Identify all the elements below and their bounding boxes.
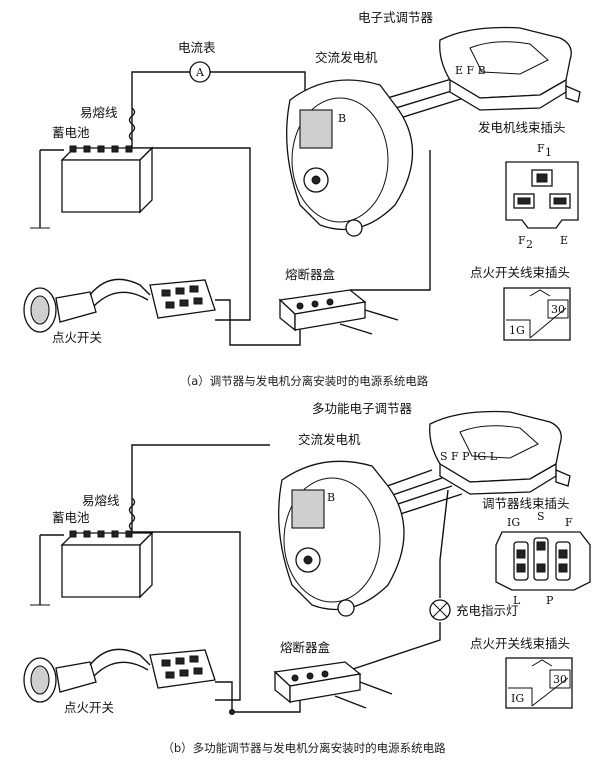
alternator-b: 交流发电机 B [278, 432, 405, 617]
ignition-pin-ig-b: IG [511, 692, 524, 705]
fusible-link-label: 易熔线 [80, 105, 118, 120]
regulator-terminal-labels: E F B [455, 64, 486, 77]
battery-a: 蓄电池 [52, 125, 154, 214]
pin-f2-sub: 2 [526, 238, 533, 251]
caption-b: （b）多功能调节器与发电机分离安装时的电源系统电路 [162, 741, 446, 755]
regulator-connector-label: 调节器线束插头 [482, 496, 570, 511]
caption-a: （a）调节器与发电机分离安装时的电源系统电路 [180, 374, 429, 388]
alternator-terminal-b-b: B [327, 491, 335, 504]
multifunction-regulator-label: 多功能电子调节器 [312, 401, 413, 416]
fusible-link-b: 易熔线 [82, 493, 136, 531]
ignition-pin-30: 30 [551, 303, 565, 316]
alternator-label-b: 交流发电机 [298, 432, 361, 447]
multifunction-regulator-b: S F P IG L 多功能电子调节器 [312, 401, 571, 495]
regulator-connector-b: 调节器线束插头 IG S F L P [482, 496, 591, 607]
pin-f2: F [518, 234, 526, 247]
ignition-connector-a: 点火开关线束插头 30 1G [470, 265, 571, 341]
battery-label: 蓄电池 [52, 125, 90, 140]
pin-f1: F [537, 142, 545, 155]
charge-indicator-lamp: 充电指示灯 [429, 599, 519, 621]
ignition-switch-label: 点火开关 [52, 330, 102, 345]
ignition-connector-label: 点火开关线束插头 [470, 265, 570, 280]
pin-f1-sub: 1 [545, 146, 552, 159]
ammeter-symbol: A [195, 66, 205, 79]
fusible-link-a: 易熔线 [80, 105, 136, 141]
fusible-link-label-b: 易熔线 [82, 493, 120, 508]
reg-pin-l: L [513, 594, 521, 607]
ignition-connector-b: 点火开关线束插头 30 IG [470, 636, 573, 709]
charge-lamp-label: 充电指示灯 [456, 603, 519, 618]
alternator-label: 交流发电机 [315, 50, 378, 65]
fuse-box-b: 熔断器盒 [273, 640, 393, 709]
battery-b: 蓄电池 [52, 510, 154, 599]
reg-pin-f: F [565, 516, 573, 529]
generator-connector-a: 发电机线束插头 F 1 F 2 E [478, 120, 579, 251]
reg-pin-s: S [537, 510, 545, 523]
diagram-b: 易熔线 蓄电池 交流发电机 B S [23, 401, 591, 755]
ammeter: A 电流表 [178, 40, 216, 83]
ignition-pin-ig: 1G [509, 324, 525, 337]
ammeter-label: 电流表 [178, 40, 216, 55]
electronic-regulator-label: 电子式调节器 [358, 10, 434, 25]
ignition-switch-b: 点火开关 [23, 648, 216, 715]
fuse-box-a: 熔断器盒 [278, 267, 399, 335]
ignition-connector-label-b: 点火开关线束插头 [470, 636, 570, 651]
generator-connector-label: 发电机线束插头 [478, 120, 566, 135]
battery-label-b: 蓄电池 [52, 510, 90, 525]
reg-pin-p: P [546, 594, 554, 607]
electronic-regulator-a: E F B 电子式调节器 [358, 10, 581, 111]
alternator-terminal-b: B [338, 112, 346, 125]
ignition-switch-label-b: 点火开关 [64, 700, 114, 715]
reg-pin-ig: IG [507, 516, 520, 529]
ignition-pin-30-b: 30 [553, 673, 567, 686]
ignition-switch-a: 点火开关 [23, 278, 216, 345]
alternator-a: 交流发电机 B [286, 50, 414, 237]
regulator-terminal-labels-b: S F P IG L [440, 450, 498, 463]
fuse-box-label-b: 熔断器盒 [280, 640, 331, 655]
fuse-box-label: 熔断器盒 [285, 267, 336, 282]
diagram-a: A 电流表 易熔线 蓄电池 交流发电机 [23, 10, 581, 388]
pin-e: E [560, 234, 568, 247]
